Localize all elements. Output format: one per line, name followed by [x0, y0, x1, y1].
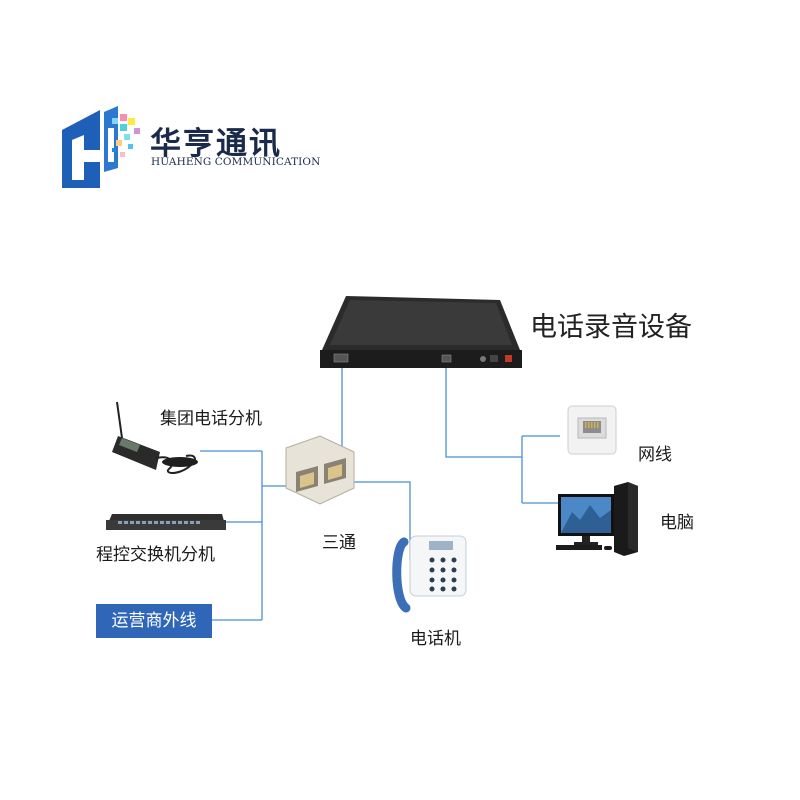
label-computer: 电脑 — [660, 513, 694, 533]
brand-name-en: HUAHENG COMMUNICATION — [151, 156, 321, 168]
label-splitter: 三通 — [322, 533, 356, 553]
label-pbx: 程控交换机分机 — [96, 545, 215, 565]
label-network-cable: 网线 — [638, 445, 672, 465]
operator-line-badge: 运营商外线 — [96, 604, 212, 638]
line-splitter-to-phone — [342, 481, 411, 560]
label-telephone: 电话机 — [410, 629, 461, 649]
line-device-to-network — [445, 364, 522, 458]
brand-name-cn: 华亨通讯 — [150, 126, 282, 162]
label-group-phone: 集团电话分机 — [160, 409, 262, 429]
device-title: 电话录音设备 — [530, 312, 692, 343]
